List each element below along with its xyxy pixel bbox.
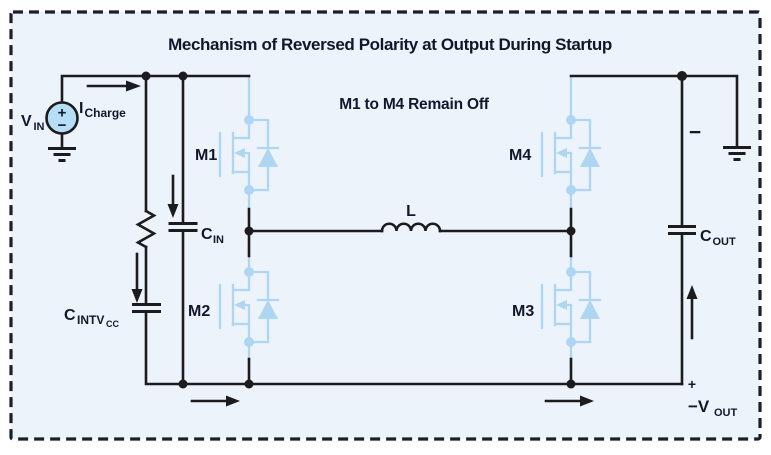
vin-source-icon [45,101,79,135]
m2-label: M2 [188,303,210,320]
icharge-label-sub: Charge [85,106,127,120]
inductor-icon [380,222,442,233]
cintvcc-current-arrow-icon [131,289,143,303]
capacitor-cin-icon [168,222,198,232]
cin-label: C [201,226,213,243]
cout-label: C [700,228,712,245]
cout-current-arrow-icon [686,285,698,299]
bottom-left-current-arrow-icon [226,395,240,407]
vin-plus-sign: + [58,105,67,122]
cout-label-sub: OUT [713,236,737,248]
vin-label: V [21,113,32,130]
bottom-right-current-arrow-icon [580,395,594,407]
junction-dot [141,71,151,81]
ground-icon-right [723,146,751,161]
mosfet-column-leads [247,75,573,363]
vout-label-sub: OUT [714,407,738,419]
junction-dot [677,71,687,81]
junction-dot [566,379,576,389]
junction-dot [178,379,188,389]
capacitor-cintvcc-icon [132,303,161,313]
cintvcc-label: C [64,307,76,324]
cintvcc-label-sub: INTV [77,313,104,327]
inductor-label: L [406,203,416,220]
page-title: Mechanism of Reversed Polarity at Output… [168,35,612,54]
m3-label: M3 [512,303,534,320]
junction-dot [244,379,254,389]
cin-current-arrow-icon [167,204,179,218]
vout-label: −V [688,397,710,416]
junction-dots [141,71,687,389]
m4-label: M4 [509,147,531,164]
cintvcc-label-subsub: CC [106,319,119,329]
capacitor-cout-icon [668,225,696,235]
wire-top-right-rail [569,74,739,148]
wire-bottom-rail [144,311,684,386]
resistor-icon [135,209,157,249]
output-minus-sign: − [689,121,701,144]
junction-dot [244,226,254,236]
cin-label-sub: IN [213,234,224,246]
output-plus-sign: + [688,376,696,392]
icharge-label: I [79,100,83,117]
vin-label-sub: IN [34,121,45,133]
icharge-arrow-icon [126,80,141,92]
junction-dot [566,226,576,236]
m1-label: M1 [195,147,217,164]
state-note: M1 to M4 Remain Off [339,96,490,113]
junction-dot [178,71,188,81]
vin-minus-sign: − [58,117,67,134]
ground-icon-left [48,147,76,162]
